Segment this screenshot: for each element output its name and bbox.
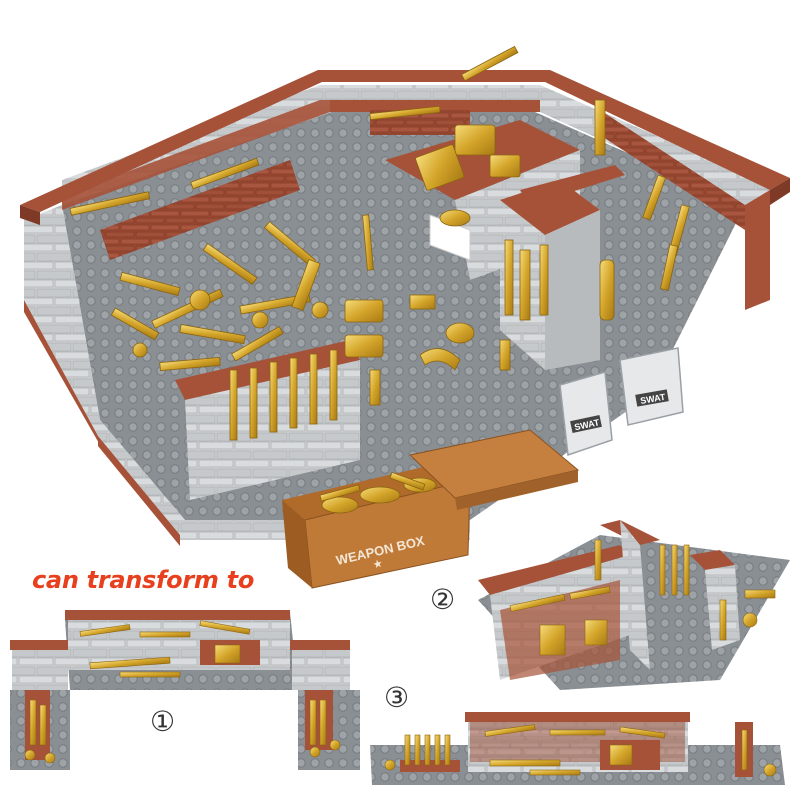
swat-shield-right: SWAT (619, 347, 684, 426)
configuration-1-model (10, 610, 360, 770)
weapon-box-crate: WEAPON BOX ★ (282, 429, 580, 589)
swat-shield-left: SWAT (559, 371, 613, 457)
transform-caption: can transform to (32, 566, 255, 594)
configuration-2-model (478, 520, 790, 690)
configuration-3-model (370, 712, 785, 785)
swat-label-right: SWAT (639, 392, 666, 406)
config-marker-3: ③ (384, 681, 410, 714)
svg-text:★: ★ (372, 558, 384, 572)
gold-weapons-main (69, 45, 690, 441)
config-marker-1: ① (150, 705, 176, 738)
config-marker-2: ② (430, 583, 456, 616)
